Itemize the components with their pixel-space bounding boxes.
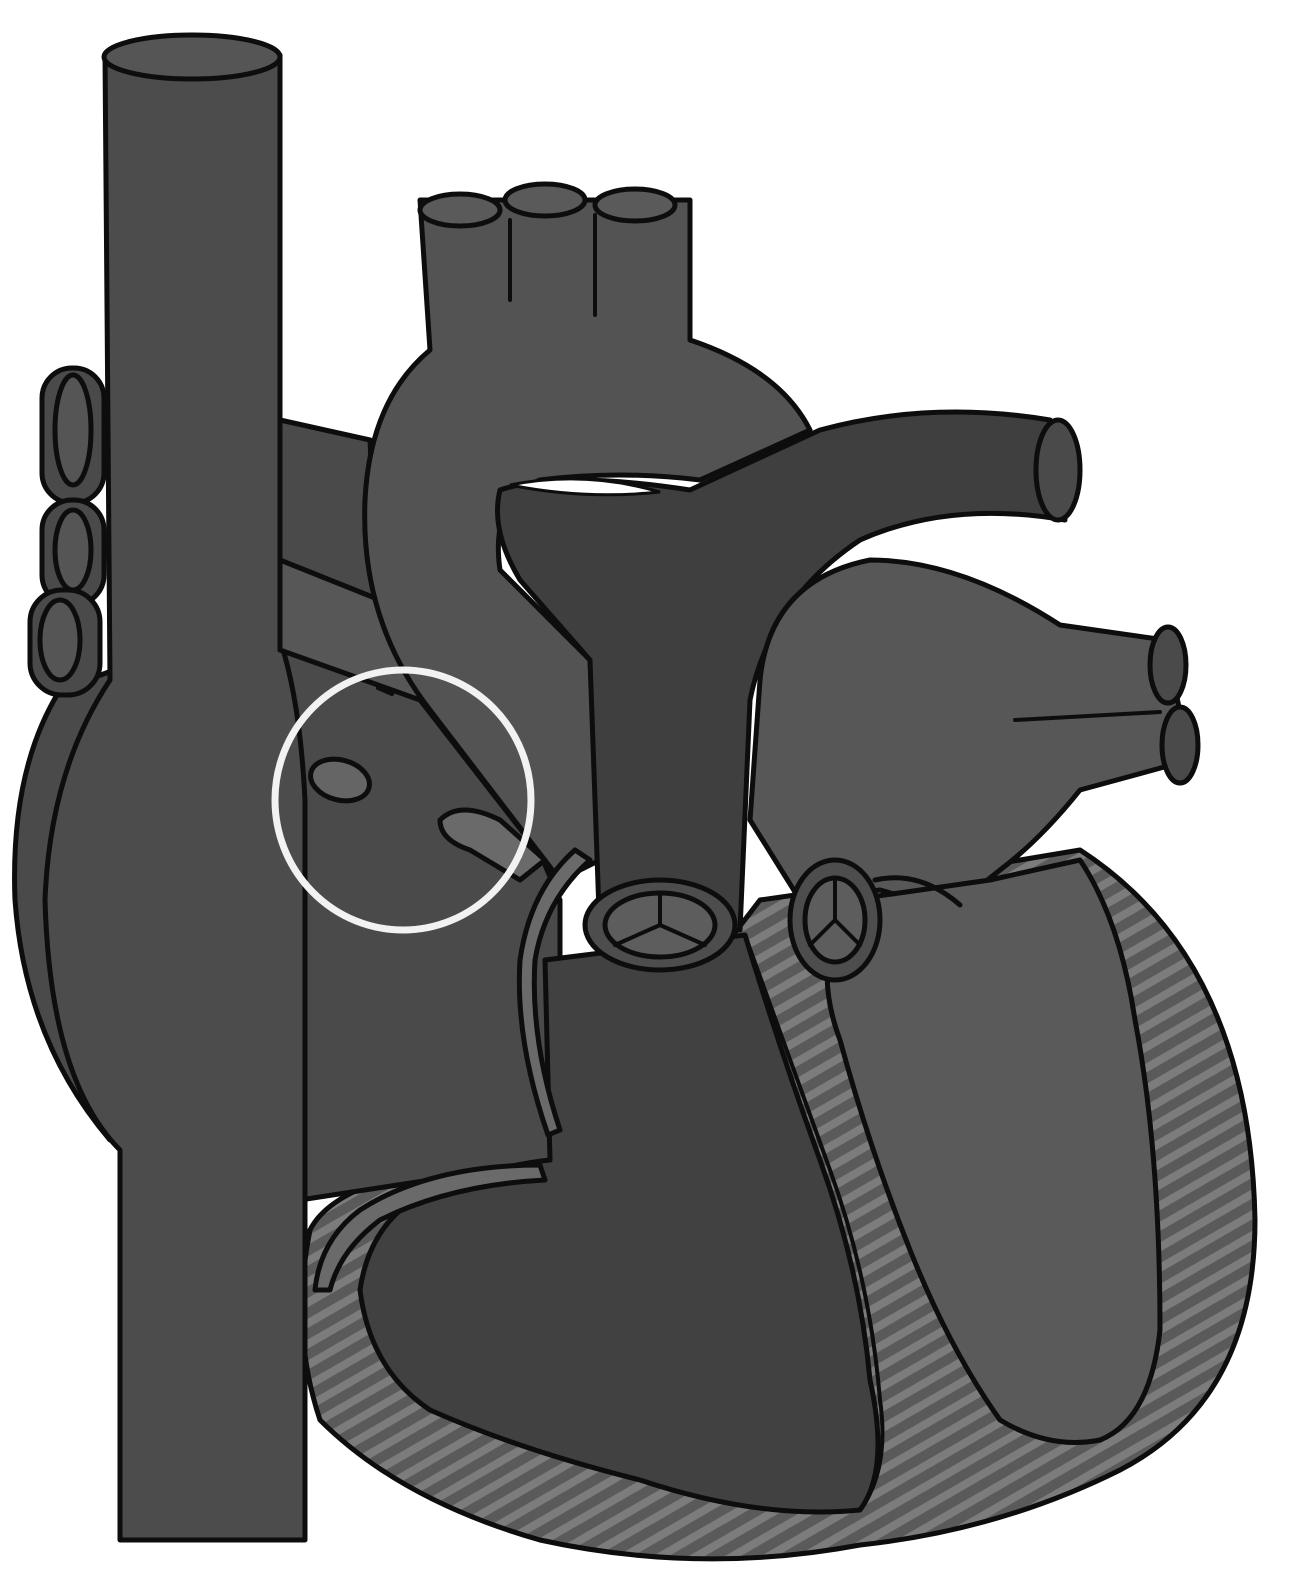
left-atrium <box>750 560 1190 910</box>
pulmonary-valve <box>585 880 735 970</box>
left-pulmonary-artery-opening <box>1036 420 1080 520</box>
vena-cava <box>45 55 305 1540</box>
aortic-valve <box>790 860 880 980</box>
right-pulmonary-veins <box>30 368 104 695</box>
vena-cava-opening <box>104 35 280 79</box>
